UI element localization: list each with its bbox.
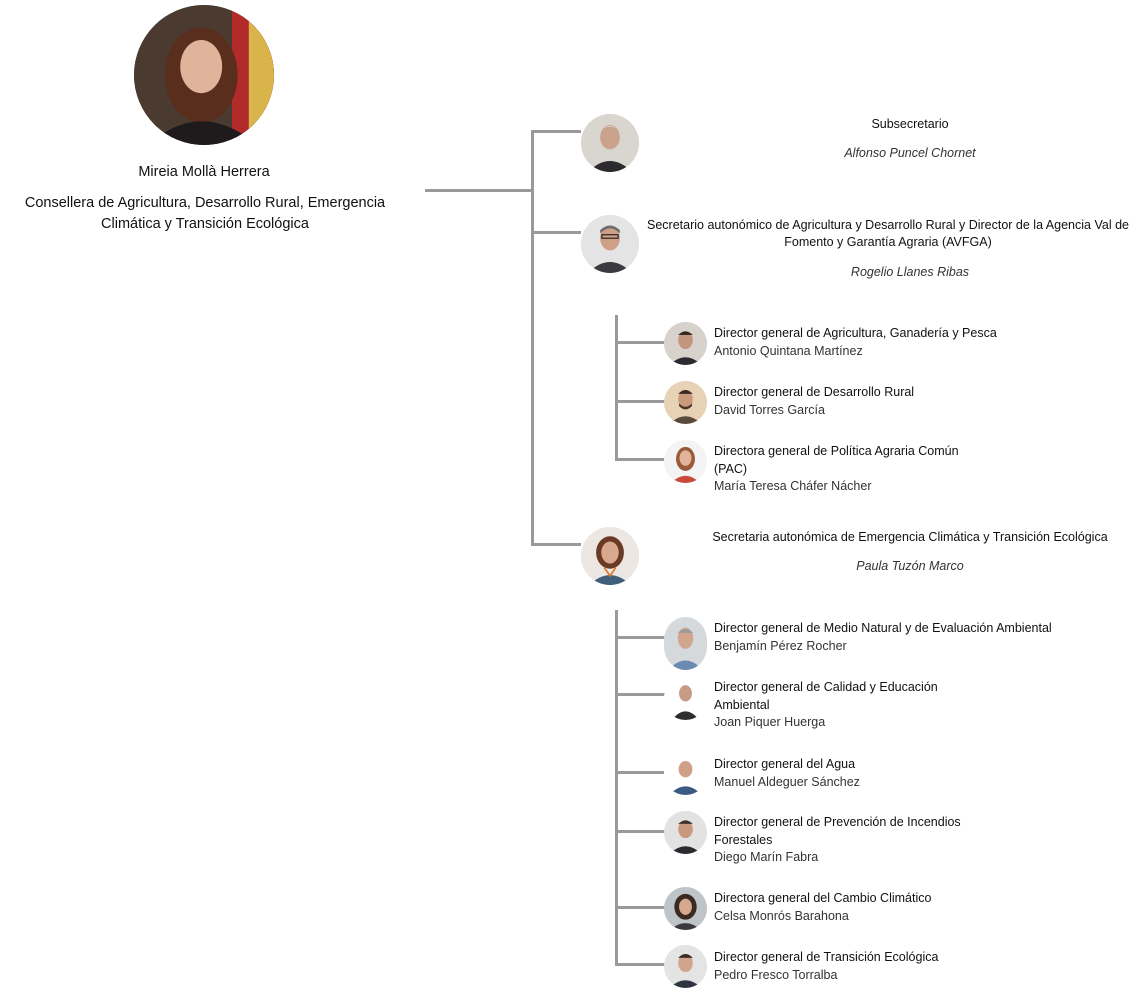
avatar-env-director-2 [664,677,707,720]
env-director-4-title: Director general de Prevención de Incend… [714,815,961,847]
root-name: Mireia Mollà Herrera [138,164,270,180]
connector-env-1 [615,636,665,639]
connector-agri-1 [615,341,665,344]
avatar-agri-director-2 [664,381,707,424]
secretaria-env-name: Paula Tuzón Marco [856,559,964,573]
avatar-root [134,5,274,145]
agri-director-1-name: Antonio Quintana Martínez [714,344,863,358]
subsecretario-title: Subsecretario [871,117,949,131]
connector-env-3 [615,771,665,774]
connector-subsecretario [531,130,581,133]
secretario-agri-name: Rogelio Llanes Ribas [850,265,970,279]
connector-env-4 [615,830,665,833]
env-director-2-title: Director general de Calidad y Educación … [714,680,938,712]
avatar-agri-director-1 [664,322,707,365]
env-director-1-title: Director general de Medio Natural y de E… [714,621,1052,635]
env-director-3-name: Manuel Aldeguer Sánchez [714,775,860,789]
connector-agri-3 [615,458,665,461]
connector-env-2 [615,693,665,696]
avatar-subsecretario [581,114,639,172]
avatar-env-director-4 [664,811,707,854]
connector-secretaria-env [531,543,581,546]
env-director-3-title: Director general del Agua [714,757,856,771]
agri-director-2-title: Director general de Desarrollo Rural [714,385,915,399]
root-role: Consellera de Agricultura, Desarrollo Ru… [24,195,386,232]
avatar-env-director-1 [664,617,707,670]
agri-director-3-title: Directora general de Política Agraria Co… [714,444,959,476]
env-director-5-name: Celsa Monrós Barahona [714,909,849,923]
connector-root-horizontal [425,189,533,192]
connector-level1-vertical [531,130,534,546]
avatar-secretaria-env [581,527,639,585]
agri-director-1-title: Director general de Agricultura, Ganader… [714,326,997,340]
subsecretario-name: Alfonso Puncel Chornet [844,146,976,160]
connector-env-vertical [615,610,618,966]
agri-director-2-name: David Torres García [714,403,825,417]
avatar-secretario-agri [581,215,639,273]
connector-agri-2 [615,400,665,403]
secretaria-env-title: Secretaria autonómica de Emergencia Clim… [712,530,1108,544]
env-director-4-name: Diego Marín Fabra [714,850,819,864]
avatar-env-director-5 [664,887,707,930]
avatar-env-director-3 [664,752,707,795]
connector-secretario-agri [531,231,581,234]
avatar-env-director-6 [664,945,707,988]
env-director-2-name: Joan Piquer Huerga [714,715,826,729]
connector-env-5 [615,906,665,909]
connector-agri-vertical [615,315,618,461]
env-director-6-name: Pedro Fresco Torralba [714,968,838,982]
env-director-5-title: Directora general del Cambio Climático [714,891,932,905]
connector-env-6 [615,963,665,966]
env-director-6-title: Director general de Transición Ecológica [714,950,939,964]
avatar-agri-director-3 [664,440,707,483]
agri-director-3-name: María Teresa Cháfer Nácher [714,479,872,493]
secretario-agri-title: Secretario autonómico de Agricultura y D… [647,218,1129,249]
env-director-1-name: Benjamín Pérez Rocher [714,639,847,653]
